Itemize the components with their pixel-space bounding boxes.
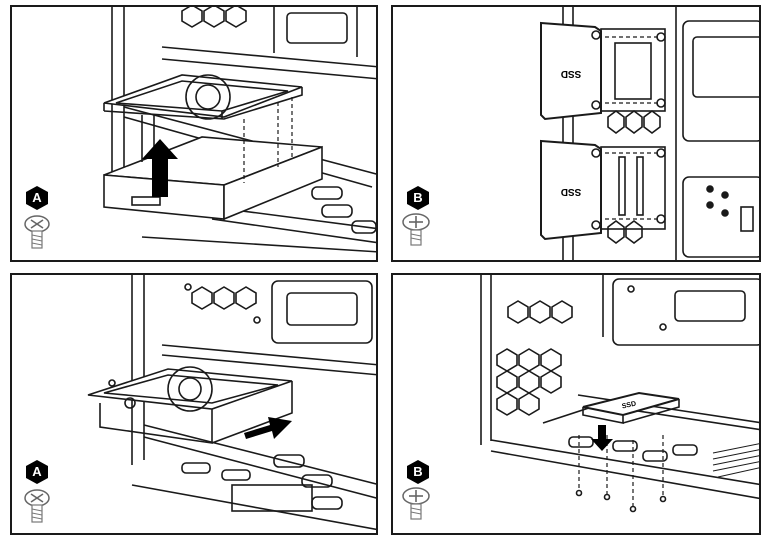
screw-type-badge: B	[405, 459, 431, 485]
step-panel-2: SSD SSD B	[391, 5, 761, 262]
step-panel-3: A	[10, 273, 378, 535]
screw-type-badge: A	[24, 459, 50, 485]
screw-type-label: B	[413, 190, 423, 205]
step-panel-1: A	[10, 5, 378, 262]
screw-type-badge: B	[405, 185, 431, 211]
hdd-tray-remove-illustration	[103, 7, 376, 253]
ssd-label: SSD	[561, 68, 582, 79]
up-arrow	[142, 139, 178, 197]
ssd-mount-rear-illustration: SSD SSD	[540, 7, 759, 260]
cross-screw-icon	[23, 488, 53, 526]
hdd-tray-insert-illustration	[87, 275, 376, 531]
ssd-label: SSD	[621, 401, 637, 411]
screw-type-label: A	[32, 190, 42, 205]
pan-head-screw-icon	[401, 486, 431, 524]
screw-type-label: B	[413, 464, 423, 479]
ssd-label: SSD	[561, 186, 582, 197]
step-panel-4: SSD B	[391, 273, 761, 535]
screw-type-label: A	[32, 464, 42, 479]
ssd-mount-shroud-illustration: SSD	[480, 275, 759, 513]
screw-type-badge: A	[24, 185, 50, 211]
cross-screw-icon	[23, 214, 53, 252]
pan-head-screw-icon	[401, 212, 431, 250]
right-arrow	[244, 417, 292, 439]
down-arrow	[591, 425, 613, 451]
